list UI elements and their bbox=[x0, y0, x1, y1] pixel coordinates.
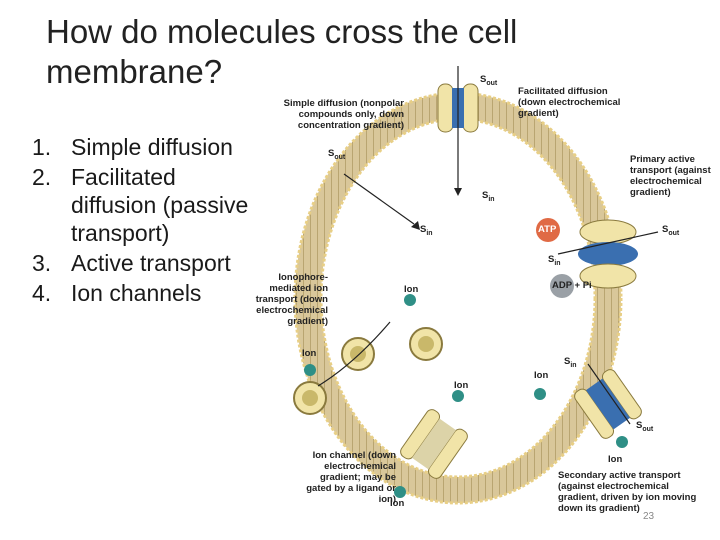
ion-label: Ion bbox=[608, 454, 623, 465]
membrane-transport-figure: Simple diffusion (nonpolar compounds onl… bbox=[256, 64, 720, 540]
list-item: 4. Ion channels bbox=[32, 279, 261, 307]
slide-title: How do molecules cross the cell membrane… bbox=[46, 13, 518, 90]
ion-dot bbox=[616, 436, 628, 448]
list-number: 2. bbox=[32, 164, 52, 190]
ion-dot bbox=[404, 294, 416, 306]
s-in-label: Sin bbox=[482, 190, 495, 203]
ion-dot bbox=[394, 486, 406, 498]
adp-icon bbox=[550, 274, 574, 298]
label-primary-active: Primary active transport (against electr… bbox=[630, 154, 711, 198]
atp-icon bbox=[536, 218, 560, 242]
list-item: 2. Facilitated diffusion (passive transpo… bbox=[32, 163, 261, 247]
list-number: 1. bbox=[32, 134, 52, 160]
ion-label: Ion bbox=[390, 498, 405, 509]
s-out-label: Sout bbox=[636, 420, 654, 433]
membrane-diagram bbox=[293, 66, 659, 505]
primary-transporter bbox=[557, 219, 659, 289]
s-in-label: Sin bbox=[564, 356, 577, 369]
list-text: Simple diffusion bbox=[71, 134, 233, 160]
label-ion-channel: Ion channel (down electrochemical gradie… bbox=[306, 450, 396, 505]
label-facilitated-diffusion: Facilitated diffusion (down electrochemi… bbox=[518, 86, 621, 119]
s-out-label: Sout bbox=[480, 74, 498, 87]
s-out-label: Sout bbox=[328, 148, 346, 161]
ion-label: Ion bbox=[454, 380, 469, 391]
facilitated-transporter bbox=[437, 66, 479, 196]
secondary-transporter bbox=[574, 369, 642, 439]
adp-label: ADP + Pi bbox=[552, 280, 592, 291]
s-in-label: Sin bbox=[548, 254, 561, 267]
page-number: 23 bbox=[643, 511, 655, 522]
ion-channel bbox=[400, 409, 468, 479]
s-in-label: Sin bbox=[420, 224, 433, 237]
label-ionophore: Ionophore-mediated ion transport (down e… bbox=[255, 272, 328, 327]
list-text: Ion channels bbox=[71, 280, 202, 306]
list-item: 1. Simple diffusion bbox=[32, 133, 261, 161]
list-item: 3. Active transport bbox=[32, 249, 261, 277]
ion-label: Ion bbox=[302, 348, 317, 359]
atp-label: ATP bbox=[538, 224, 557, 235]
list-number: 4. bbox=[32, 280, 52, 306]
s-out-label: Sout bbox=[662, 224, 680, 237]
ion-dot bbox=[452, 390, 464, 402]
label-simple-diffusion: Simple diffusion (nonpolar compounds onl… bbox=[283, 98, 404, 131]
bullet-list: 1. Simple diffusion 2. Facilitated diffusi… bbox=[32, 133, 261, 309]
ion-label: Ion bbox=[534, 370, 549, 381]
ion-dot bbox=[534, 388, 546, 400]
list-text: Active transport bbox=[71, 250, 231, 276]
list-text: Facilitated diffusion (passive transport… bbox=[71, 164, 249, 246]
label-secondary-active: Secondary active transport (against elec… bbox=[558, 470, 697, 514]
simple-diffusion-arrow bbox=[343, 173, 415, 225]
ion-label: Ion bbox=[404, 284, 419, 295]
ion-dot bbox=[304, 364, 316, 376]
list-number: 3. bbox=[32, 250, 52, 276]
